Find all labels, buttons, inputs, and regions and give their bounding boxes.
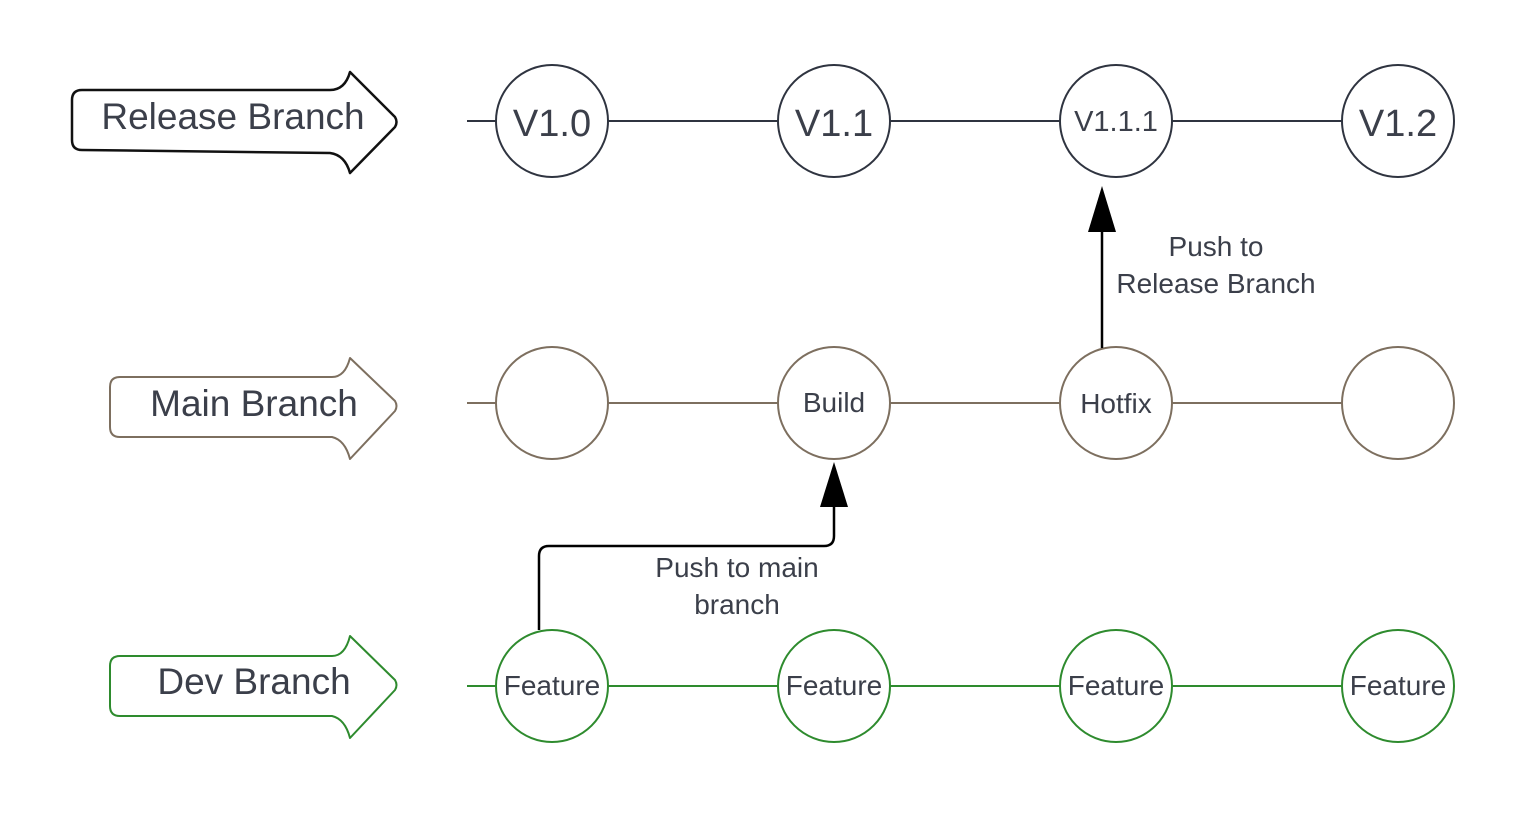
connector-feature-label-line1: Push to main xyxy=(655,552,818,583)
dev-node-feature-4 xyxy=(1341,629,1455,743)
main-node-hotfix-label: Hotfix xyxy=(1080,388,1152,419)
connector-feature-arrowhead-icon xyxy=(820,462,848,507)
release-node-v1-0-label: V1.0 xyxy=(513,103,591,145)
main-node-build xyxy=(777,346,891,460)
main-node-hotfix xyxy=(1059,346,1173,460)
dev-branch-row: Dev Branch Feature Feature Feature Featu… xyxy=(109,629,1455,743)
dev-node-feature-1-label: Feature xyxy=(504,670,601,701)
connector-feature-label-line2: branch xyxy=(694,589,780,620)
release-branch-arrow xyxy=(70,70,398,175)
dev-node-feature-1 xyxy=(495,629,609,743)
release-branch-row: Release Branch V1.0 V1.1 V1.1.1 V1.2 xyxy=(70,64,1455,178)
main-node-1 xyxy=(495,346,609,460)
release-branch-label: Release Branch xyxy=(101,96,364,137)
release-node-v1-2 xyxy=(1341,64,1455,178)
connector-hotfix-arrowhead-icon xyxy=(1088,186,1116,232)
dev-branch-arrow xyxy=(109,635,398,739)
dev-node-feature-3-label: Feature xyxy=(1068,670,1165,701)
main-branch-row: Main Branch Build Hotfix xyxy=(109,346,1455,460)
main-branch-label: Main Branch xyxy=(150,383,358,424)
dev-node-feature-4-label: Feature xyxy=(1350,670,1447,701)
connector-hotfix-label-line1: Push to xyxy=(1169,231,1264,262)
connector-feature-line xyxy=(537,505,836,630)
main-branch-arrow xyxy=(109,357,398,460)
dev-branch-label: Dev Branch xyxy=(157,661,350,702)
main-node-4 xyxy=(1341,346,1455,460)
release-node-v1-1-1-label: V1.1.1 xyxy=(1074,106,1158,138)
release-node-v1-0 xyxy=(495,64,609,178)
dev-node-feature-2-label: Feature xyxy=(786,670,883,701)
release-node-v1-1 xyxy=(777,64,891,178)
connector-feature-to-main: Push to main branch xyxy=(537,462,848,630)
dev-node-feature-3 xyxy=(1059,629,1173,743)
release-node-v1-2-label: V1.2 xyxy=(1359,103,1437,145)
main-node-build-label: Build xyxy=(803,387,865,418)
release-node-v1-1-1 xyxy=(1059,64,1173,178)
connector-hotfix-label-line2: Release Branch xyxy=(1116,268,1315,299)
dev-node-feature-2 xyxy=(777,629,891,743)
release-node-v1-1-label: V1.1 xyxy=(795,103,873,145)
connector-hotfix-to-release: Push to Release Branch xyxy=(1088,186,1316,348)
